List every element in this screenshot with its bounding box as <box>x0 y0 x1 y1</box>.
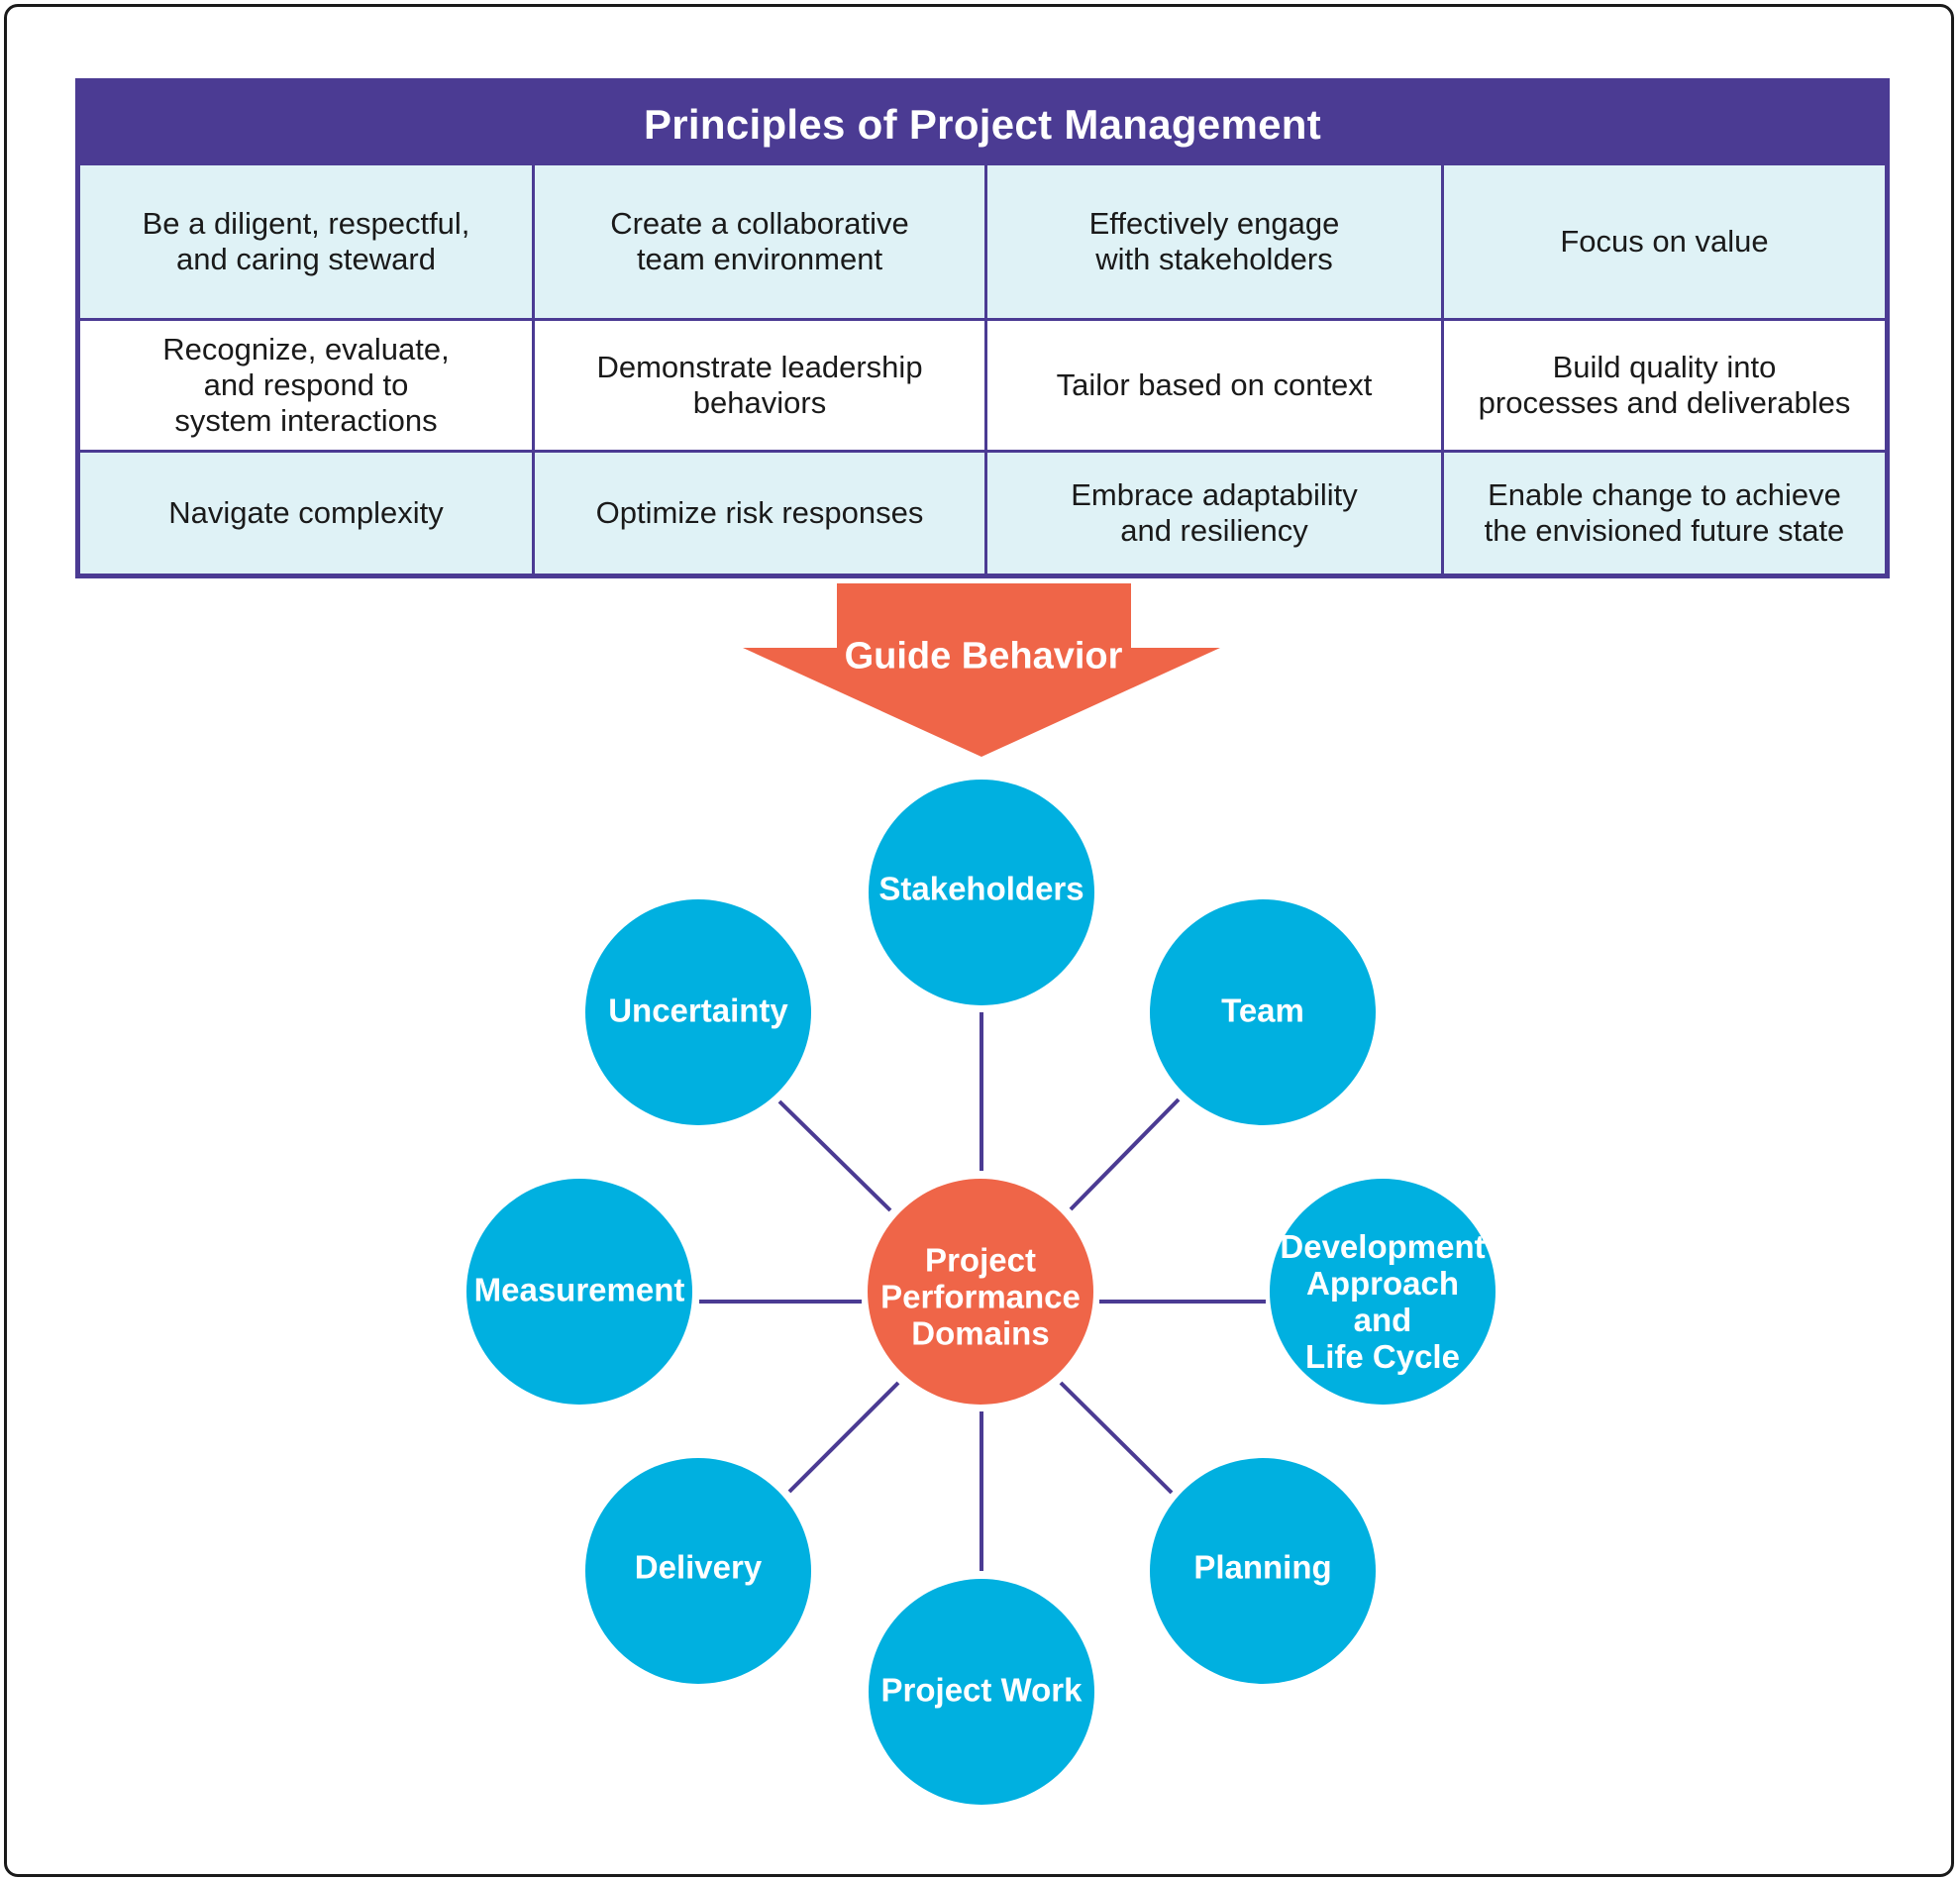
team-label: Team <box>1221 992 1304 1029</box>
team-circle <box>1150 899 1376 1125</box>
principle-cell: Focus on value <box>1444 165 1885 318</box>
principle-cell: Embrace adaptability and resiliency <box>987 453 1441 574</box>
delivery-circle <box>585 1458 811 1684</box>
principle-cell: Demonstrate leadership behaviors <box>535 321 984 450</box>
planning-label: Planning <box>1193 1548 1332 1586</box>
connector-line <box>777 1099 892 1212</box>
connector-line <box>1069 1097 1181 1211</box>
delivery-label: Delivery <box>634 1548 763 1586</box>
principles-grid: Be a diligent, respectful, and caring st… <box>80 165 1885 574</box>
measurement-circle <box>466 1179 692 1405</box>
stakeholders-circle <box>869 780 1094 1005</box>
project-work-circle <box>869 1579 1094 1805</box>
principle-cell: Be a diligent, respectful, and caring st… <box>80 165 532 318</box>
principle-cell: Tailor based on context <box>987 321 1441 450</box>
connector-line <box>1059 1381 1174 1495</box>
measurement-label: Measurement <box>473 1271 685 1308</box>
uncertainty-label: Uncertainty <box>608 992 788 1029</box>
stakeholders-label: Stakeholders <box>878 870 1084 907</box>
project-work-label: Project Work <box>880 1671 1083 1709</box>
principle-cell: Navigate complexity <box>80 453 532 574</box>
planning-circle <box>1150 1458 1376 1684</box>
development-approach-circle <box>1270 1179 1496 1405</box>
center-label: Project Performance Domains <box>880 1241 1081 1352</box>
principle-cell: Create a collaborative team environment <box>535 165 984 318</box>
principle-cell: Enable change to achieve the envisioned … <box>1444 453 1885 574</box>
uncertainty-circle <box>585 899 811 1125</box>
principle-cell: Build quality into processes and deliver… <box>1444 321 1885 450</box>
development-approach-label: Development Approach and Life Cycle <box>1280 1228 1486 1375</box>
connector-line <box>787 1381 900 1494</box>
principle-cell: Effectively engage with stakeholders <box>987 165 1441 318</box>
principle-cell: Optimize risk responses <box>535 453 984 574</box>
principles-title: Principles of Project Management <box>643 100 1322 148</box>
guide-behavior-label: Guide Behavior <box>844 635 1123 678</box>
principle-cell: Recognize, evaluate, and respond to syst… <box>80 321 532 450</box>
guide-behavior-arrow <box>743 583 1220 757</box>
center-circle <box>868 1179 1093 1405</box>
principles-table: Principles of Project Management Be a di… <box>75 78 1890 578</box>
